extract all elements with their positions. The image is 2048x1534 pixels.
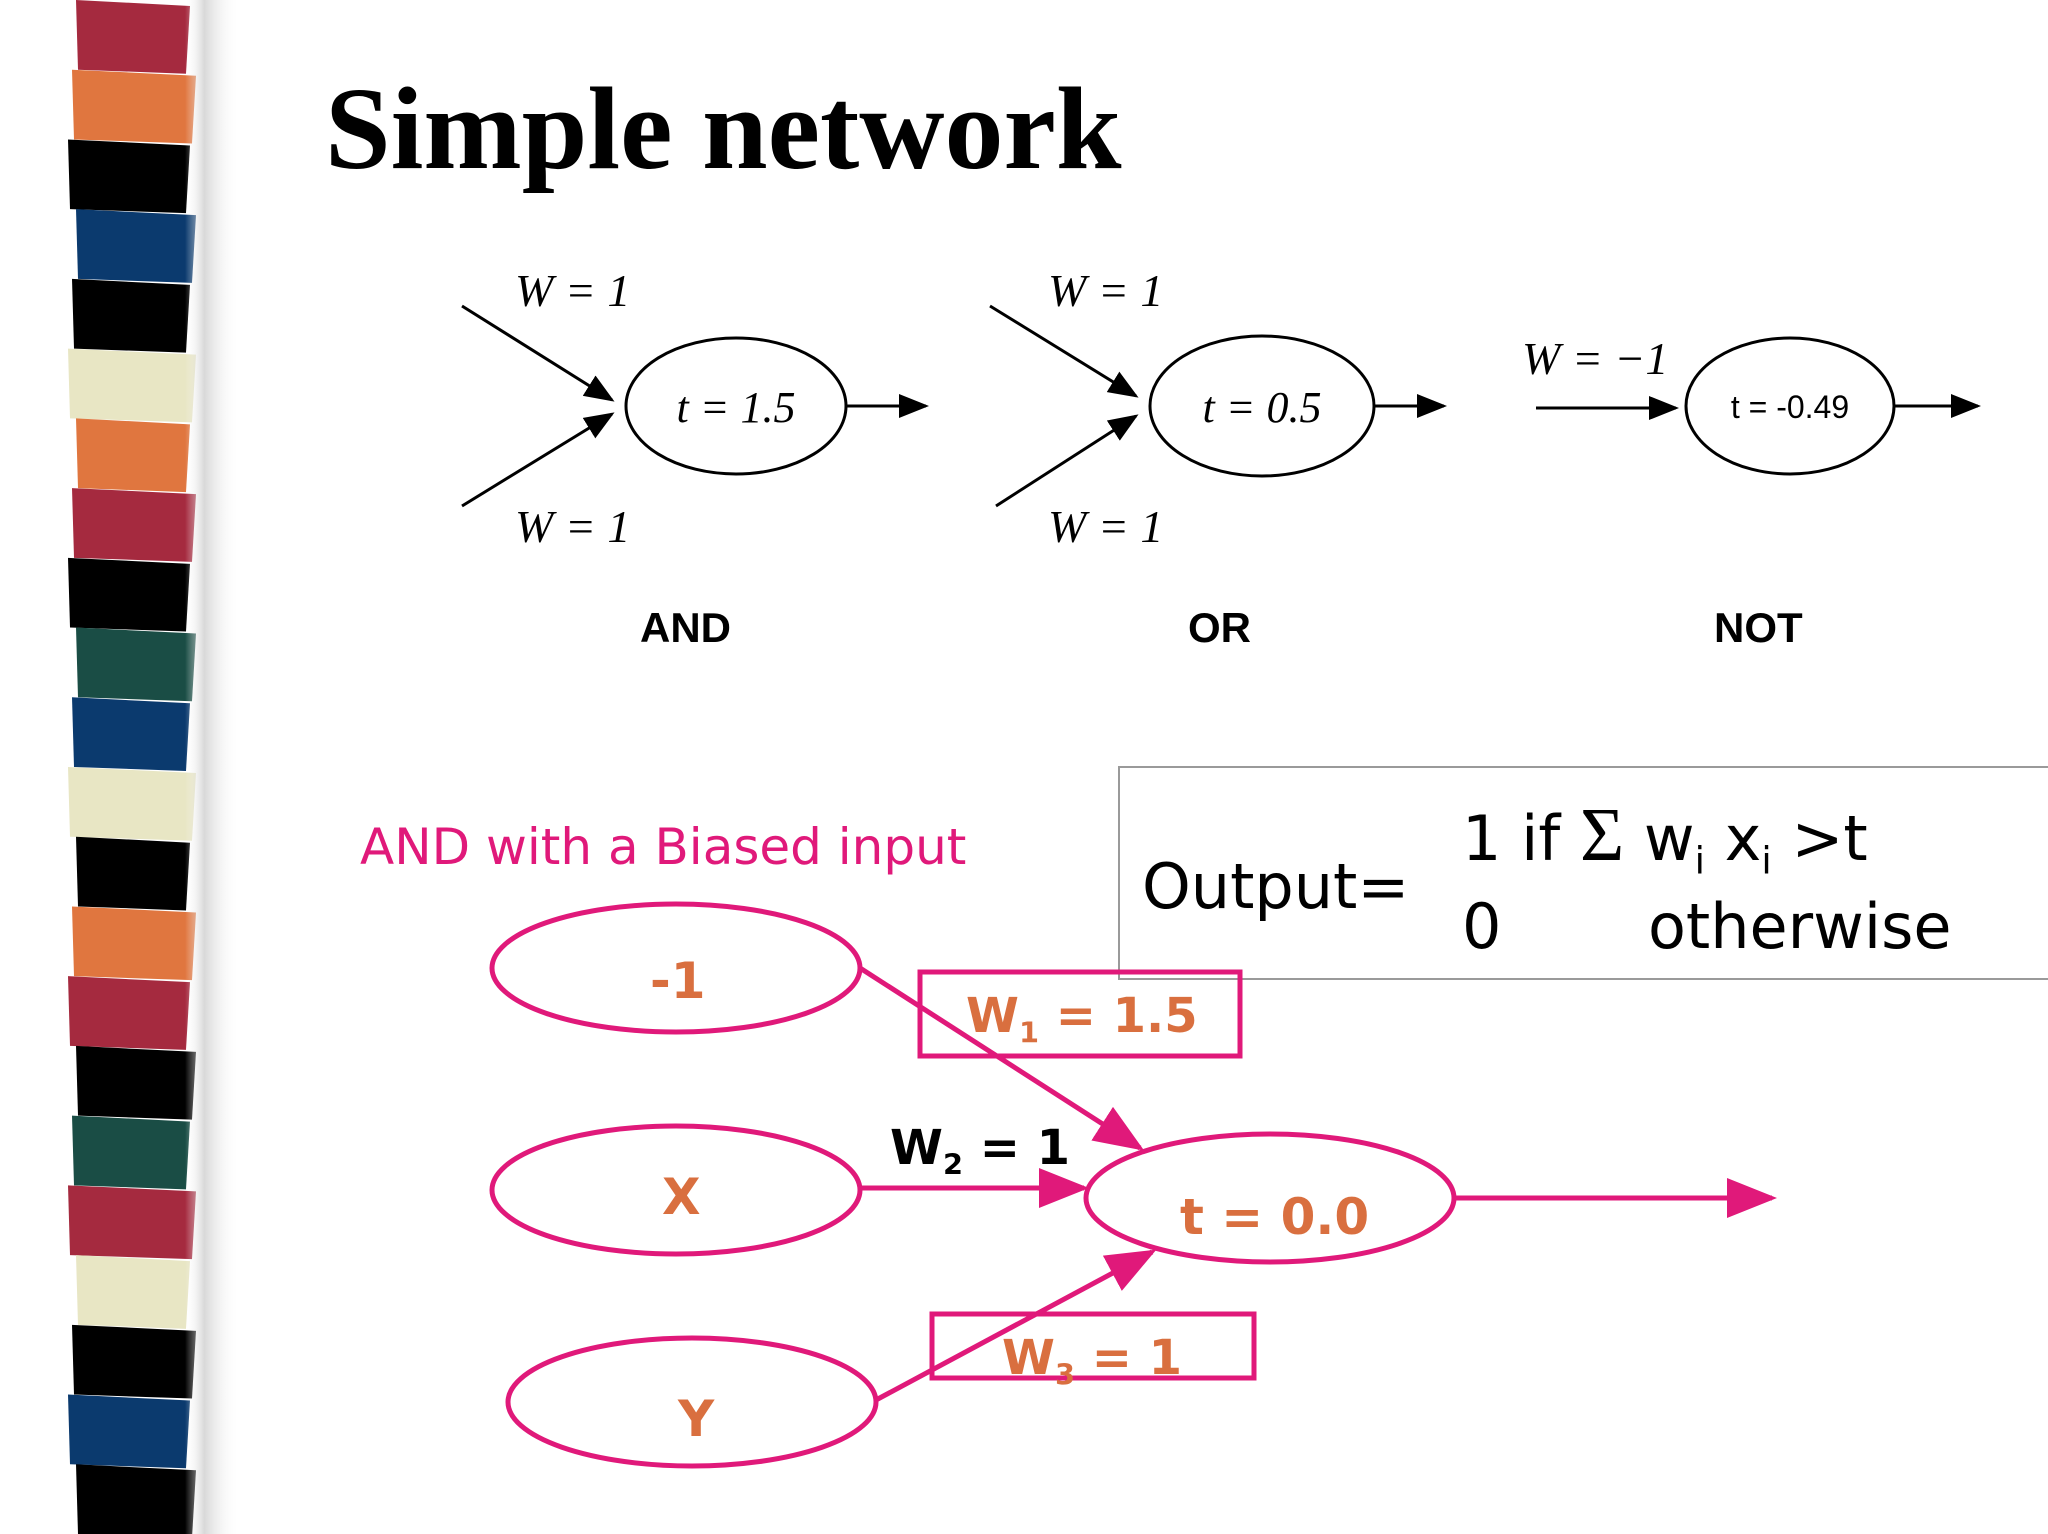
stripe-segment [72,1115,190,1190]
or-weight-bottom: W = 1 [1048,501,1163,552]
not-threshold-label: t = -0.49 [1731,389,1849,425]
w2-label: W2 = 1 [890,1120,1071,1182]
output-rule-line-2-value: 0 [1462,890,1502,963]
not-gate: W = −1 t = -0.49 [1522,333,1981,476]
stripe-segment [76,836,190,911]
w1-label: W1 = 1.5 [966,988,1198,1050]
y-node [505,1335,879,1469]
stripe-segment [72,1324,196,1399]
biased-network-caption: AND with a Biased input [360,818,967,876]
stripe-segment [76,418,190,493]
stripe-segment [76,0,190,74]
bias-edge-arrow [858,965,1145,1151]
gate-label-or: OR [1188,604,1251,651]
w3-label: W3 = 1 [1002,1330,1183,1392]
x-node-label: X [662,1168,701,1226]
input-term: xi [1724,802,1772,883]
threshold-comparison: >t [1791,802,1868,875]
gate-label-not: NOT [1714,604,1803,651]
w1-label-box [917,969,1243,1059]
and-input-bottom-arrow [461,412,615,508]
output-rule-box: Output= 1 if Σ wi xi >t 0 otherwise [1118,766,2048,980]
stripe-segment [68,1185,196,1260]
stripe-segment [72,906,196,981]
stripe-segment [76,1255,190,1329]
and-weight-bottom: W = 1 [515,501,630,552]
stripe-segment [72,488,196,562]
stripe-segment [76,209,196,283]
output-node-label: t = 0.0 [1180,1188,1370,1246]
and-weight-top: W = 1 [515,265,630,316]
stripe-segment [76,627,196,702]
output-rule-line-1: 1 if Σ wi xi >t [1462,792,1868,882]
stripe-segment [68,1394,190,1469]
or-input-bottom-arrow [995,414,1139,508]
or-threshold-label: t = 0.5 [1203,383,1322,432]
stripe-segment [68,557,190,632]
stripe-segment [72,697,190,771]
and-threshold-label: t = 1.5 [677,383,796,432]
stripe-segment [72,69,196,144]
not-weight: W = −1 [1522,333,1668,384]
output-rule-line-2-text: otherwise [1648,890,1952,963]
stripe-segment [68,348,196,423]
weight-term: wi [1643,802,1705,883]
w3-label-box [929,1311,1257,1381]
gate-label-and: AND [640,604,731,651]
sigma-symbol: Σ [1579,793,1625,877]
or-gate: W = 1 W = 1 t = 0.5 [989,265,1447,552]
or-weight-top: W = 1 [1048,265,1163,316]
stripe-segment [72,278,190,353]
bias-node-label: -1 [650,952,706,1010]
decorative-stripe-bar [0,0,240,1534]
stripe-segment [76,1045,196,1120]
stripe-segment [68,767,196,841]
y-node-label: Y [678,1390,715,1448]
stripe-segment [76,1464,196,1534]
stripe-segment [68,976,190,1050]
and-gate: W = 1 W = 1 t = 1.5 [461,265,929,552]
stripe-segment [68,139,190,214]
and-input-top-arrow [461,304,615,402]
output-label: Output= [1142,850,1410,923]
output-rule-condition: 1 if [1462,802,1561,875]
slide-title: Simple network [325,63,1122,194]
y-edge-arrow [874,1249,1157,1403]
or-input-top-arrow [989,304,1139,398]
gate-diagrams: W = 1 W = 1 t = 1.5 W = 1 W = 1 t = 0.5 … [461,265,1981,552]
